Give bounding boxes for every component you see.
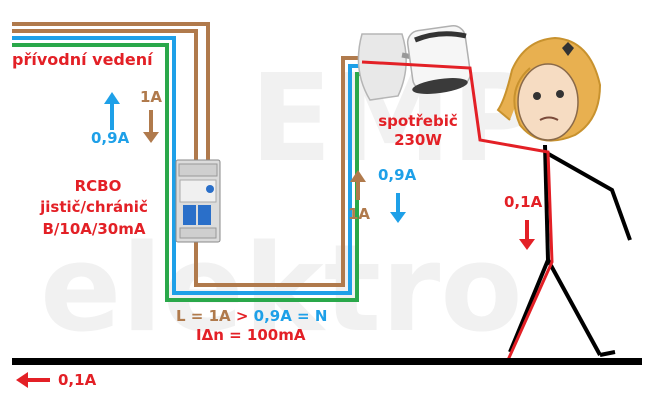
wire-neutral <box>12 36 362 295</box>
rcbo-title: RCBO <box>74 177 122 195</box>
appliance-label: spotřebič <box>378 112 458 130</box>
appliance-neutral-current-label: 0,9A <box>378 166 417 184</box>
arrow-left-icon <box>16 372 50 388</box>
residual-current-label: IΔn = 100mA <box>196 326 306 344</box>
supply-line-label: přívodní vedení <box>12 50 153 69</box>
current-equation: L = 1A > 0,9A = N <box>176 309 327 324</box>
watermark-elektro: elektro <box>40 220 523 359</box>
stick-figure-icon <box>496 36 632 357</box>
equation-gt: > <box>230 307 254 325</box>
wire-pe <box>12 43 362 302</box>
rcbo-rating: B/10A/30mA <box>42 220 146 238</box>
ground-current-label: 0,1A <box>58 371 97 389</box>
arrow-down-icon <box>390 193 406 223</box>
ground-line <box>12 358 642 365</box>
arrow-down-icon <box>143 110 159 143</box>
appliance-power: 230W <box>394 131 442 149</box>
spotlight-lamp-icon <box>357 25 472 101</box>
wire-line <box>12 29 362 287</box>
arrow-up-icon <box>104 92 120 130</box>
supply-line-current-label: 1A <box>140 88 163 106</box>
appliance-line-current-label: 1A <box>348 205 371 223</box>
fault-current-path <box>361 60 554 361</box>
supply-neutral-current-label: 0,9A <box>91 129 130 147</box>
rcbo-type: jistič/chránič <box>40 198 148 216</box>
person-current-label: 0,1A <box>504 193 543 211</box>
arrow-up-icon <box>350 170 366 200</box>
wire-supply-top <box>12 22 210 165</box>
arrow-down-icon <box>519 220 535 250</box>
equation-line-part: L = 1A <box>176 307 231 325</box>
rcbo-breaker-icon <box>175 159 221 243</box>
equation-neutral-part: 0,9A = N <box>253 307 328 325</box>
